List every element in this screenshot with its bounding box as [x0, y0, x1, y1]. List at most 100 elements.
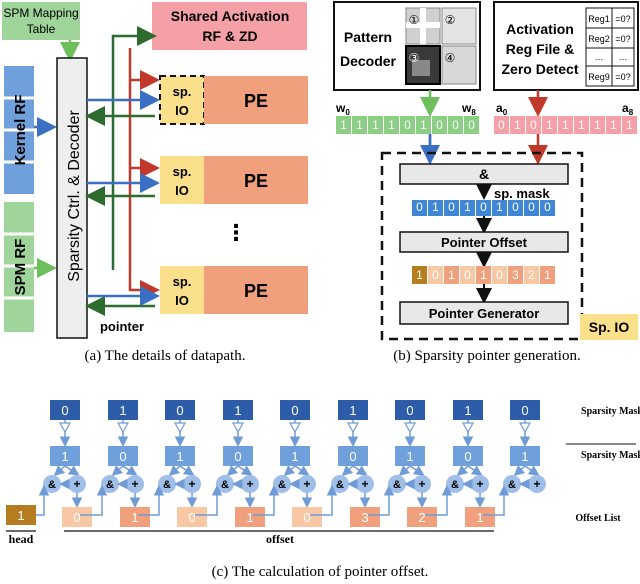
svg-text:…: …	[595, 52, 604, 62]
adder	[356, 475, 374, 493]
adder	[68, 475, 86, 493]
mask-cell	[540, 200, 555, 216]
sp-io-tag-label: Sp. IO	[589, 319, 630, 335]
offset-bit: 1	[480, 268, 487, 282]
and-op: &	[508, 479, 516, 491]
mask-inv-box	[108, 446, 138, 466]
inverter-icon	[58, 422, 72, 434]
offset-box	[407, 507, 437, 527]
svg-text:IO: IO	[175, 183, 189, 198]
offset-cell	[524, 266, 539, 284]
offset-box	[62, 507, 92, 527]
mask-cell	[508, 200, 523, 216]
svg-text:PE: PE	[244, 91, 268, 111]
a-bit: 1	[578, 118, 585, 132]
offset-value: 0	[73, 510, 80, 525]
plus-op: +	[303, 477, 310, 491]
inverter-icon	[288, 422, 302, 434]
mask-value: 0	[521, 403, 528, 418]
spm-rf-label: SPM RF	[12, 239, 29, 296]
inverter-icon	[403, 422, 417, 434]
pointer-offset-label: Pointer Offset	[441, 235, 528, 250]
mask-cell	[524, 200, 539, 216]
offset-box	[292, 507, 322, 527]
pattern-decoder-line1: Pattern	[344, 29, 392, 45]
offset-value: 1	[246, 510, 253, 525]
w-bit: 0	[452, 118, 459, 132]
mask-box	[108, 400, 138, 420]
a-bit: 1	[514, 118, 521, 132]
offset-bit: 3	[512, 268, 519, 282]
w-cell	[384, 116, 399, 134]
mask-box	[165, 400, 195, 420]
mask-value: 0	[176, 403, 183, 418]
w-cell	[368, 116, 383, 134]
mask-cell	[444, 200, 459, 216]
pe-box-1	[204, 76, 308, 124]
mask-inv-box	[338, 446, 368, 466]
mask-box	[223, 400, 253, 420]
mask-box	[50, 400, 80, 420]
mask-inv-value: 0	[349, 449, 356, 464]
svg-text:PE: PE	[244, 281, 268, 301]
mask-bit: 0	[528, 200, 535, 214]
a-cell	[494, 116, 509, 134]
mask-inv-box	[280, 446, 310, 466]
pattern-grid: ① ② ③ ④	[405, 7, 477, 85]
a-cell	[542, 116, 557, 134]
offset-box	[120, 507, 150, 527]
and-op: &	[163, 479, 171, 491]
pointer-generator-box	[399, 301, 569, 325]
kernel-rf: Kernel RF	[4, 66, 34, 194]
w0-label: w0	[335, 101, 350, 117]
plus-op: +	[533, 477, 540, 491]
inverter-icon	[173, 422, 187, 434]
offset-bit: 0	[432, 268, 439, 282]
mask-cell	[476, 200, 491, 216]
svg-text:sp.: sp.	[173, 164, 192, 179]
label-offset-list: Offset List	[575, 513, 621, 524]
a-bit: 1	[546, 118, 553, 132]
activation-reg-line2: Reg File &	[506, 41, 574, 57]
a-bit: 1	[626, 118, 633, 132]
plus-op: +	[476, 477, 483, 491]
plus-op: +	[418, 477, 425, 491]
w-bit: 1	[356, 118, 363, 132]
and-op: &	[278, 479, 286, 491]
mask-cell	[492, 200, 507, 216]
spm-mapping-table-line2: Table	[27, 22, 56, 36]
offset-bit: 2	[528, 268, 535, 282]
offset-bit: 0	[496, 268, 503, 282]
offset-cell	[508, 266, 523, 284]
offset-bit: 1	[448, 268, 455, 282]
mask-box	[338, 400, 368, 420]
w-cell	[416, 116, 431, 134]
mask-inv-box	[165, 446, 195, 466]
adder	[241, 475, 259, 493]
mask-inv-value: 1	[176, 449, 183, 464]
mask-bit: 0	[416, 200, 423, 214]
offset-box	[350, 507, 380, 527]
svg-text:sp.: sp.	[173, 274, 192, 289]
panel-c: Sparsity Mask Sparsity Mask Offset List …	[6, 400, 640, 580]
shared-activation-line1: Shared Activation	[171, 8, 290, 24]
mask-cell	[460, 200, 475, 216]
a-cell	[590, 116, 605, 134]
mask-cell	[428, 200, 443, 216]
pattern-decoder-line2: Decoder	[340, 53, 397, 69]
offset-label: offset	[266, 532, 294, 546]
offset-value: 2	[418, 510, 425, 525]
offset-value: 3	[361, 510, 368, 525]
inverter-icon	[346, 422, 360, 434]
svg-text:sp.: sp.	[173, 84, 192, 99]
plus-op: +	[188, 477, 195, 491]
w-cell	[432, 116, 447, 134]
w-cell	[464, 116, 479, 134]
activation-reg-line1: Activation	[506, 21, 574, 37]
and-label: &	[479, 166, 489, 182]
w-cell	[352, 116, 367, 134]
offset-box	[235, 507, 265, 527]
plus-op: +	[361, 477, 368, 491]
